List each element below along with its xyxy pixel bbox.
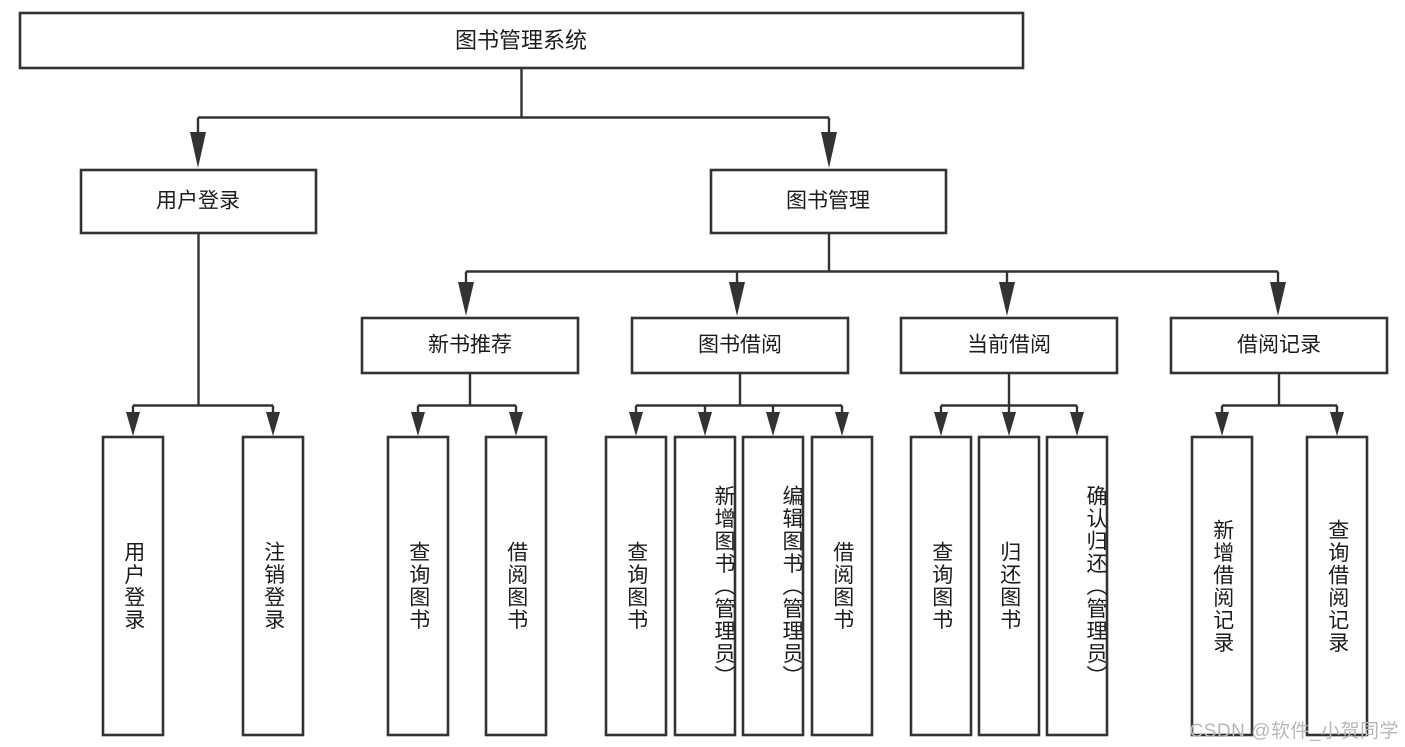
node-label-borrow-record: 借阅记录 <box>1237 334 1321 357</box>
node-box-leaf-query-book-2[interactable] <box>604 435 668 737</box>
arrowhead-current-borrow <box>999 282 1015 316</box>
arrowhead-leaf-confirm-return <box>1070 412 1084 436</box>
node-box-leaf-borrow-book-1[interactable] <box>484 435 548 737</box>
node-box-leaf-add-record[interactable] <box>1190 435 1254 737</box>
connector-group-book-borrow-leaves <box>629 373 849 436</box>
watermark: CSDN @软件_小贺同学 <box>1189 721 1399 742</box>
node-box-borrow-record[interactable] <box>1169 316 1389 375</box>
node-label-current-borrow: 当前借阅 <box>967 334 1051 357</box>
connector-group-root-to-level2 <box>190 68 837 168</box>
node-box-leaf-edit-book[interactable] <box>741 435 805 737</box>
node-box-leaf-query-book-3[interactable] <box>909 435 973 737</box>
node-box-leaf-confirm-return[interactable] <box>1045 435 1109 737</box>
arrowhead-new-book <box>458 282 474 316</box>
node-label-user-login: 用户登录 <box>156 190 240 213</box>
node-box-leaf-query-record[interactable] <box>1305 435 1369 737</box>
arrowhead-leaf-logout <box>266 412 280 436</box>
arrowhead-borrow-record <box>1270 282 1286 316</box>
arrowhead-book-borrow <box>729 282 745 316</box>
node-box-user-login[interactable] <box>79 168 318 235</box>
arrowhead-leaf-add-book <box>698 412 712 436</box>
arrowhead-leaf-query-book-3 <box>934 412 948 436</box>
connector-group-new-book-leaves <box>411 373 523 436</box>
arrowhead-leaf-query-book-2 <box>629 412 643 436</box>
connector-group-level2-to-level3 <box>458 233 1286 316</box>
node-box-book-borrow[interactable] <box>630 316 850 375</box>
arrowhead-leaf-query-book-1 <box>411 412 425 436</box>
connector-group-current-borrow-leaves <box>934 373 1084 436</box>
arrowhead-book-management <box>821 132 837 168</box>
arrowhead-user-login <box>190 132 206 168</box>
connector-group-borrow-record-leaves <box>1215 373 1344 436</box>
node-box-book-management[interactable] <box>709 168 948 235</box>
node-box-leaf-return-book[interactable] <box>977 435 1041 737</box>
node-box-root[interactable] <box>18 11 1025 70</box>
connector-group-user-login-leaves <box>126 233 280 436</box>
arrowhead-leaf-borrow-book-2 <box>835 412 849 436</box>
node-box-leaf-user-login[interactable] <box>101 435 165 737</box>
node-label-book-borrow: 图书借阅 <box>698 334 782 357</box>
node-label-book-management: 图书管理 <box>786 190 870 213</box>
arrowhead-leaf-edit-book <box>766 412 780 436</box>
arrowhead-leaf-borrow-book-1 <box>509 412 523 436</box>
arrowhead-leaf-query-record <box>1330 412 1344 436</box>
node-label-new-book-recommend: 新书推荐 <box>428 334 512 357</box>
arrowhead-leaf-add-record <box>1215 412 1229 436</box>
node-box-leaf-logout[interactable] <box>241 435 305 737</box>
node-box-leaf-add-book[interactable] <box>673 435 737 737</box>
arrowhead-leaf-return-book <box>1002 412 1016 436</box>
node-box-leaf-query-book-1[interactable] <box>386 435 450 737</box>
node-box-leaf-borrow-book-2[interactable] <box>810 435 874 737</box>
node-label-root: 图书管理系统 <box>455 28 587 53</box>
node-box-current-borrow[interactable] <box>899 316 1119 375</box>
arrowhead-leaf-user-login <box>126 412 140 436</box>
node-box-new-book-recommend[interactable] <box>360 316 580 375</box>
